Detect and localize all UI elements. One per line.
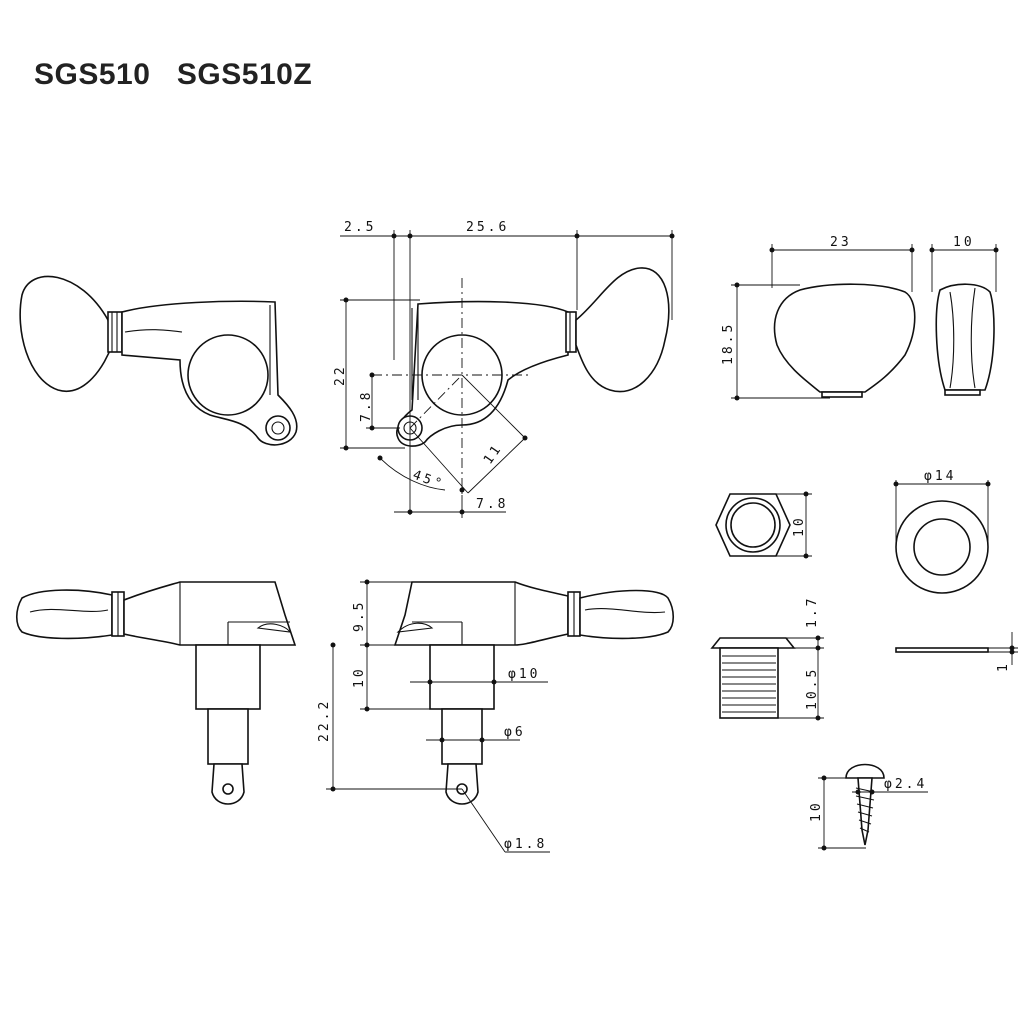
dim-washer-thickness: 1 [996,661,1011,672]
bushing-washer-screw [710,632,1018,851]
dim-nut-size: 10 [792,515,807,537]
tuner-top-view-dimensioned [340,230,675,518]
tuner-side-view-left [15,581,297,805]
dim-screw-length: 10 [809,800,824,822]
dim-shaft-length: 22.2 [317,699,332,742]
tuner-side-view-dimensioned [326,579,675,853]
dim-button-width: 23 [830,235,852,250]
dim-shaft-diameter: φ6 [504,725,526,740]
dim-button-height: 18.5 [721,322,736,365]
dim-washer-diameter: φ14 [924,469,956,484]
dim-diagonal: 11 [481,441,506,467]
dim-screw-diameter: φ2.4 [884,777,927,792]
dim-post-offset-v: 7.8 [359,390,374,422]
dim-button-thickness: 10 [953,235,975,250]
tuner-top-view-left [19,275,298,446]
dim-top-width: 25.6 [466,220,509,235]
dim-front-height: 22 [333,364,348,386]
dim-hole-diameter: φ1.8 [504,837,547,852]
dim-angle: 45° [411,468,447,493]
dim-post-height: 10 [352,666,367,688]
dim-post-offset-h: 7.8 [476,497,508,512]
dim-bushing-flange: 1.7 [805,596,820,628]
button-views [731,244,999,401]
dim-top-left-offset: 2.5 [344,220,376,235]
dim-post-diameter: φ10 [508,667,540,682]
dim-bushing-length: 10.5 [805,667,820,710]
hex-nut-and-washer [715,480,991,594]
dim-side-height: 9.5 [352,600,367,632]
page-title: SGS510 SGS510Z [34,58,313,91]
